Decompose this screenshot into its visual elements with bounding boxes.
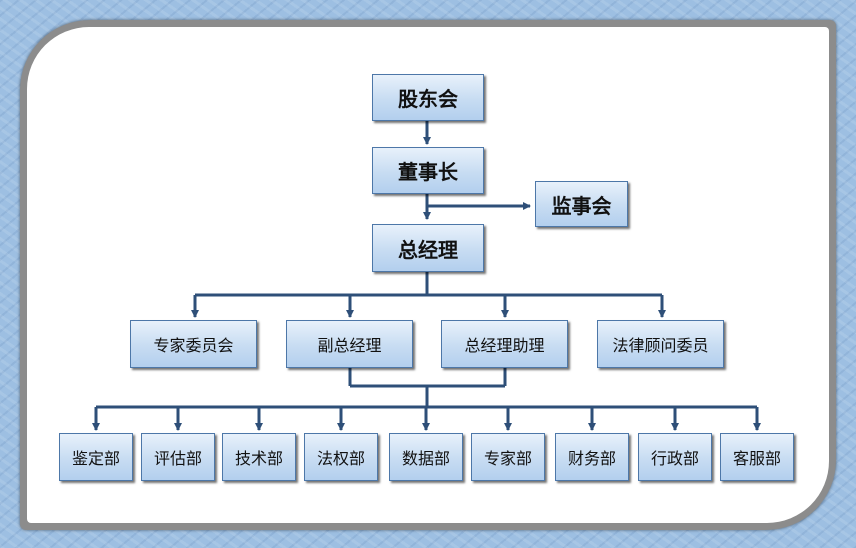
dept-finance: 财务部 (555, 433, 629, 481)
node-legal-advisory: 法律顾问委员 (597, 320, 724, 368)
node-gm-assistant: 总经理助理 (441, 320, 568, 368)
dept-data: 数据部 (389, 433, 463, 481)
node-chairman: 董事长 (372, 147, 484, 194)
dept-experts: 专家部 (471, 433, 545, 481)
node-supervisory-board: 监事会 (535, 181, 628, 227)
dept-customer-service: 客服部 (720, 433, 794, 481)
dept-administration: 行政部 (638, 433, 712, 481)
dept-legal-rights: 法权部 (304, 433, 378, 481)
dept-technology: 技术部 (222, 433, 296, 481)
dept-appraisal: 鉴定部 (59, 433, 133, 481)
node-vice-gm: 副总经理 (286, 320, 413, 368)
node-expert-committee: 专家委员会 (130, 320, 257, 368)
dept-evaluation: 评估部 (141, 433, 215, 481)
node-shareholders-meeting: 股东会 (372, 74, 484, 121)
node-general-manager: 总经理 (372, 224, 484, 272)
